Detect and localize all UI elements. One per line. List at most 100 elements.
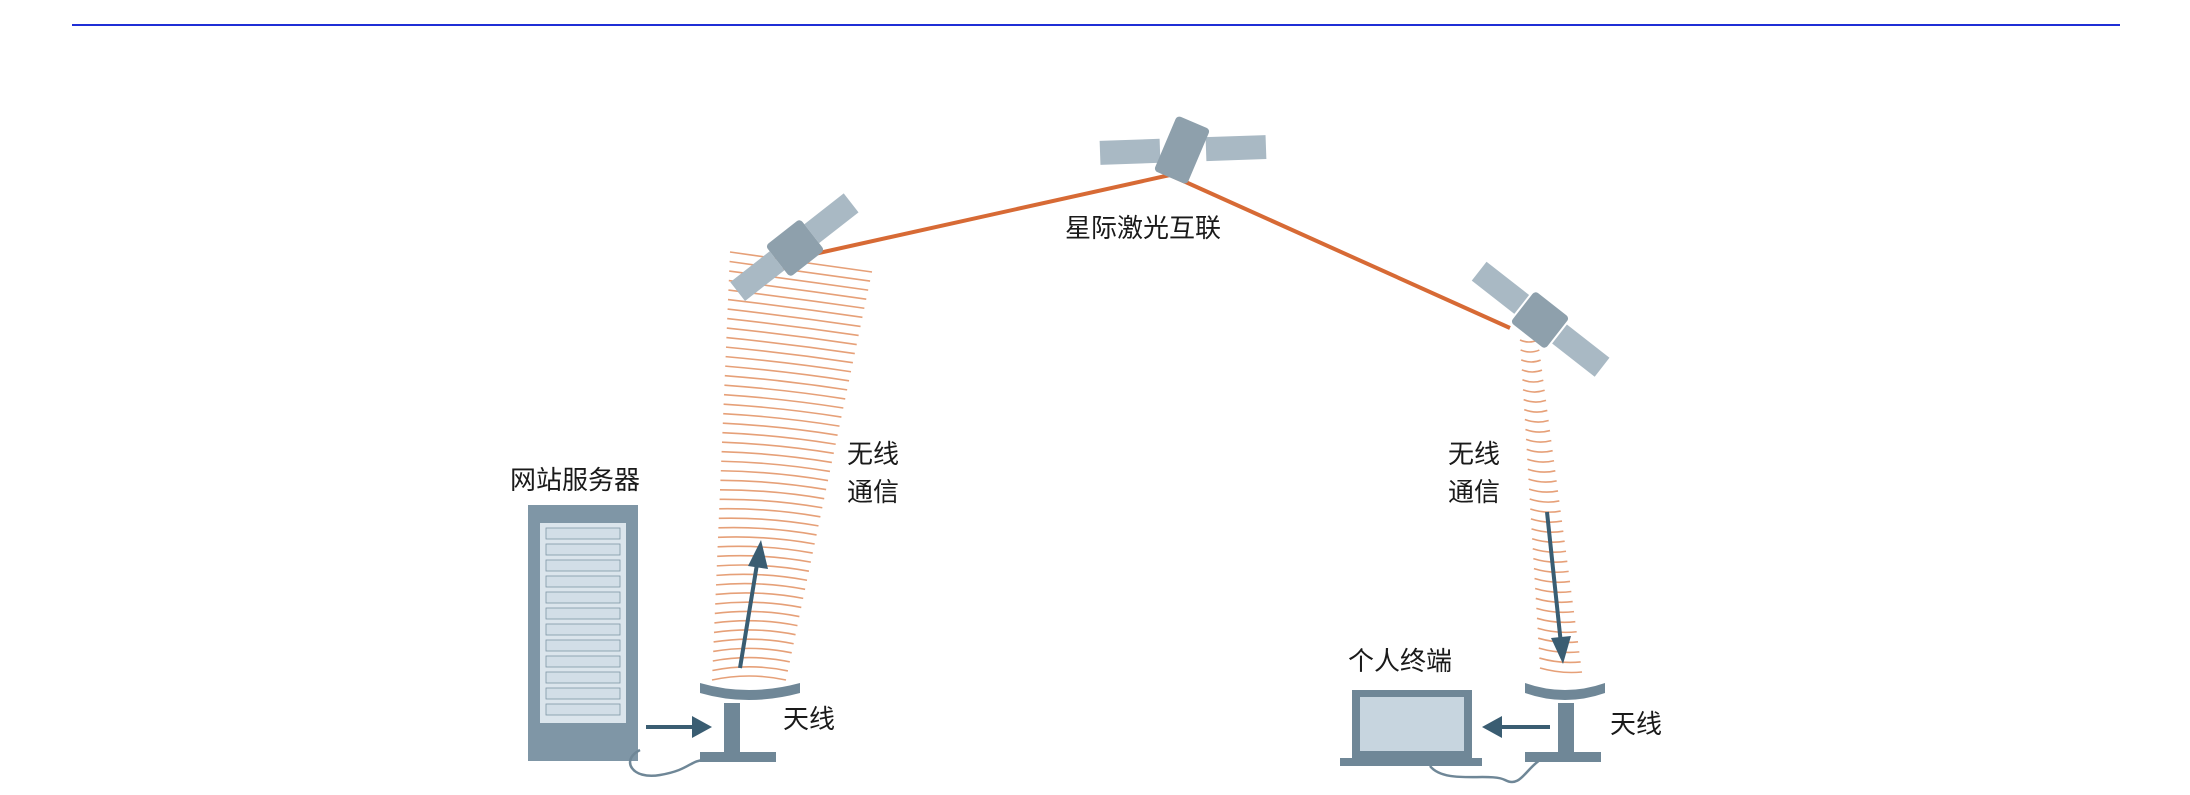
label-right-wireless-2: 通信 <box>1448 478 1501 508</box>
wave-line <box>724 384 846 400</box>
label-right-antenna: 天线 <box>1610 710 1663 740</box>
server-slot <box>545 559 621 572</box>
server-slot <box>545 591 621 604</box>
server-slot <box>545 671 621 684</box>
server-slot <box>545 703 621 716</box>
label-left-wireless-2: 通信 <box>847 478 900 508</box>
wave-line <box>1522 379 1544 383</box>
wave-line <box>713 638 794 645</box>
antenna-to-terminal-arrow <box>1482 716 1550 738</box>
wave-line <box>1523 398 1547 403</box>
wave-line <box>727 317 859 337</box>
wave-line <box>715 582 806 591</box>
label-left-antenna: 天线 <box>783 705 836 735</box>
wave-line <box>724 374 848 391</box>
wave-line <box>718 517 819 527</box>
satellite-top-icon <box>1099 116 1267 184</box>
wave-line <box>1534 577 1571 584</box>
wave-line <box>726 327 857 346</box>
right-wireless-beam <box>1519 339 1583 674</box>
wave-line <box>1539 667 1583 674</box>
wave-line <box>727 308 861 328</box>
wave-line <box>729 260 871 282</box>
wave-line <box>719 498 823 509</box>
downlink-arrow <box>1545 511 1571 664</box>
wave-line <box>721 450 832 464</box>
wave-line <box>714 610 800 618</box>
wave-line <box>712 666 789 672</box>
wave-line <box>1539 657 1581 664</box>
wave-line <box>726 336 855 355</box>
wave-line <box>721 460 831 473</box>
laser-link <box>809 173 1511 330</box>
wave-line <box>714 619 798 627</box>
wave-line <box>1521 369 1543 373</box>
dish-antenna-left-icon <box>700 683 800 762</box>
server-to-antenna-arrow <box>646 716 712 738</box>
laser-link-right-segment <box>1169 173 1511 330</box>
server-slot <box>545 543 621 556</box>
label-terminal: 个人终端 <box>1348 647 1453 677</box>
dish-antenna-right-icon <box>1525 683 1605 762</box>
server-slot <box>545 527 621 540</box>
wave-line <box>1523 408 1548 413</box>
wave-line <box>723 403 842 418</box>
wave-line <box>723 412 840 427</box>
laptop-cable <box>1429 758 1541 784</box>
wave-line <box>1520 359 1541 363</box>
wave-line <box>1528 488 1559 493</box>
wave-line <box>1520 349 1540 353</box>
wave-line <box>1527 458 1555 463</box>
wave-line <box>720 469 829 482</box>
wave-line <box>712 656 790 663</box>
wave-line <box>1527 468 1556 473</box>
wave-line <box>711 675 787 681</box>
wave-line <box>717 536 815 545</box>
satellite-left-icon <box>730 193 859 301</box>
label-server: 网站服务器 <box>510 466 641 496</box>
wave-line <box>717 545 813 554</box>
label-right-wireless-1: 无线 <box>1448 440 1501 470</box>
wave-line <box>1537 627 1577 634</box>
label-left-wireless-1: 无线 <box>847 440 900 470</box>
wave-line <box>722 431 836 446</box>
wave-line <box>727 298 863 319</box>
wave-line <box>1529 498 1560 503</box>
wave-line <box>718 526 817 536</box>
wave-line <box>1536 607 1575 614</box>
wave-line <box>1528 478 1557 483</box>
laser-link-left-segment <box>809 173 1171 257</box>
wave-line <box>720 479 827 491</box>
server-slot <box>545 655 621 668</box>
wave-line <box>1533 567 1569 574</box>
wave-line <box>1526 448 1553 453</box>
wave-line <box>1535 597 1573 604</box>
wave-line <box>725 355 852 373</box>
satellite-right-icon <box>1471 261 1610 377</box>
server-cable <box>628 748 706 778</box>
wave-line <box>719 488 825 500</box>
wave-line <box>1525 438 1552 443</box>
uplink-arrow <box>738 540 768 669</box>
wave-line <box>713 647 792 654</box>
server-slot <box>545 639 621 652</box>
server-slot <box>545 575 621 588</box>
wave-line <box>723 393 844 409</box>
wave-line <box>721 441 834 455</box>
laptop-icon <box>1340 690 1482 766</box>
wave-line <box>725 365 850 382</box>
label-laser-link: 星际激光互联 <box>1065 214 1222 244</box>
wave-line <box>1525 428 1551 433</box>
wave-line <box>722 422 838 436</box>
wave-line <box>716 573 808 582</box>
wave-line <box>715 592 804 600</box>
server-slot <box>545 687 621 700</box>
wave-line <box>715 601 802 609</box>
server-slot <box>545 607 621 620</box>
wave-line <box>1536 617 1576 624</box>
wave-line <box>1524 418 1549 423</box>
wave-line <box>1530 508 1561 513</box>
wave-line <box>713 629 796 636</box>
